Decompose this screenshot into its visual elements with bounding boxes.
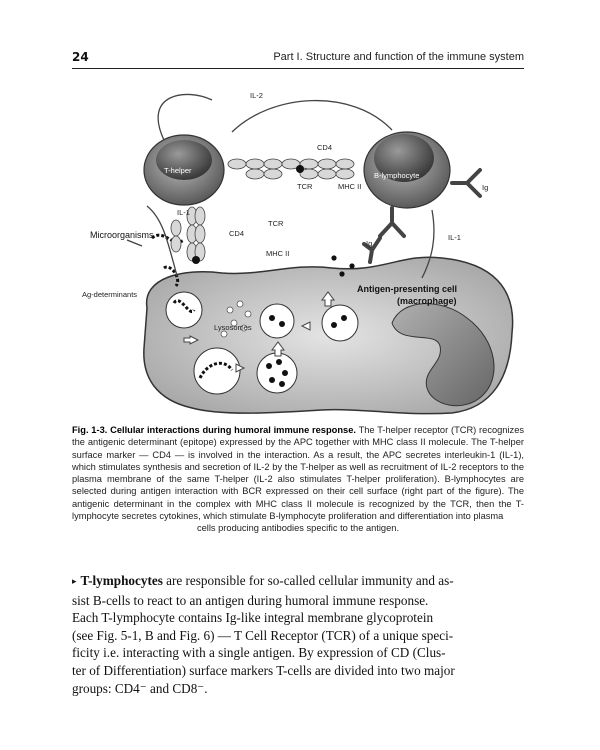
label-apc-line1: Antigen-presenting cell <box>357 284 457 294</box>
b-lymphocyte-nucleus <box>374 134 434 182</box>
label-t-helper: T-helper <box>164 166 192 175</box>
caption-text: The T-helper receptor (TCR) recognizes t… <box>72 425 525 522</box>
running-title: Part I. Structure and function of the im… <box>273 51 524 63</box>
label-cd4-mid: CD4 <box>229 229 244 238</box>
caption-last-line: cells producing antibodies specific to t… <box>196 523 400 534</box>
body-line-2: sist B-cells to react to an antigen duri… <box>72 592 429 608</box>
process-arrows <box>183 291 335 373</box>
lysosome-dots <box>220 300 252 338</box>
page-number: 24 <box>72 50 89 64</box>
caption-title: Fig. 1-3. Cellular interactions during h… <box>72 425 356 435</box>
body-line-4: (see Fig. 5-1, B and Fig. 6) — T Cell Re… <box>72 627 454 643</box>
label-ig-right: Ig <box>482 183 488 192</box>
label-il1-left: IL-1 <box>177 208 190 217</box>
body-line-7: groups: CD4⁻ and CD8⁻. <box>72 680 208 696</box>
figure-caption: Fig. 1-3. Cellular interactions during h… <box>72 424 524 535</box>
ig-molecules <box>362 168 482 264</box>
label-microorganisms: Microorganisms <box>90 230 154 240</box>
body-line-1: ▸T-lymphocytes are responsible for so-ca… <box>72 572 524 592</box>
label-tcr-top: TCR <box>297 182 313 191</box>
label-b-lymphocyte: B-lymphocyte <box>374 171 419 180</box>
tcr-mhc-complex-horizontal <box>227 158 355 180</box>
t-helper-nucleus <box>156 140 212 180</box>
body-line-3: Each T-lymphocyte contains Ig-like integ… <box>72 610 434 626</box>
body-line-6: ter of Differentiation) surface markers … <box>72 662 455 678</box>
label-mhc2-mid: MHC II <box>266 249 289 258</box>
bound-antigen-top <box>296 165 304 173</box>
bound-antigen-mid <box>192 256 200 264</box>
label-ag-determinants: Ag-determinants <box>82 290 137 299</box>
label-lysosomes: Lysosomes <box>214 323 252 332</box>
label-tcr-mid: TCR <box>268 219 284 228</box>
apc-nucleus <box>391 303 495 407</box>
figure-illustration: IL-2 T-helper CD4 TCR MHC II B-lymphocyt… <box>82 91 514 415</box>
label-il1-right: IL-1 <box>448 233 461 242</box>
label-ig-mid: Ig <box>366 239 372 248</box>
body-line-1-text: are responsible for so-called cellular i… <box>162 573 454 588</box>
antigen-determinants <box>266 255 355 387</box>
body-paragraph: ▸T-lymphocytes are responsible for so-ca… <box>72 572 524 697</box>
page-header: 24 Part I. Structure and function of the… <box>72 48 524 69</box>
cytokine-arrows <box>126 93 435 279</box>
tcr-mhc-complex-vertical <box>170 206 206 262</box>
figure-cellular-interactions: IL-2 T-helper CD4 TCR MHC II B-lymphocyt… <box>72 78 524 418</box>
label-mhc2-top: MHC II <box>338 182 361 191</box>
term-t-lymphocytes: T-lymphocytes <box>80 573 163 588</box>
label-cd4-top: CD4 <box>317 143 332 152</box>
label-il2: IL-2 <box>250 91 263 100</box>
bullet-icon: ▸ <box>72 576 77 586</box>
label-apc-line2: (macrophage) <box>397 296 457 306</box>
body-line-5: ficity i.e. interacting with a single an… <box>72 645 446 661</box>
